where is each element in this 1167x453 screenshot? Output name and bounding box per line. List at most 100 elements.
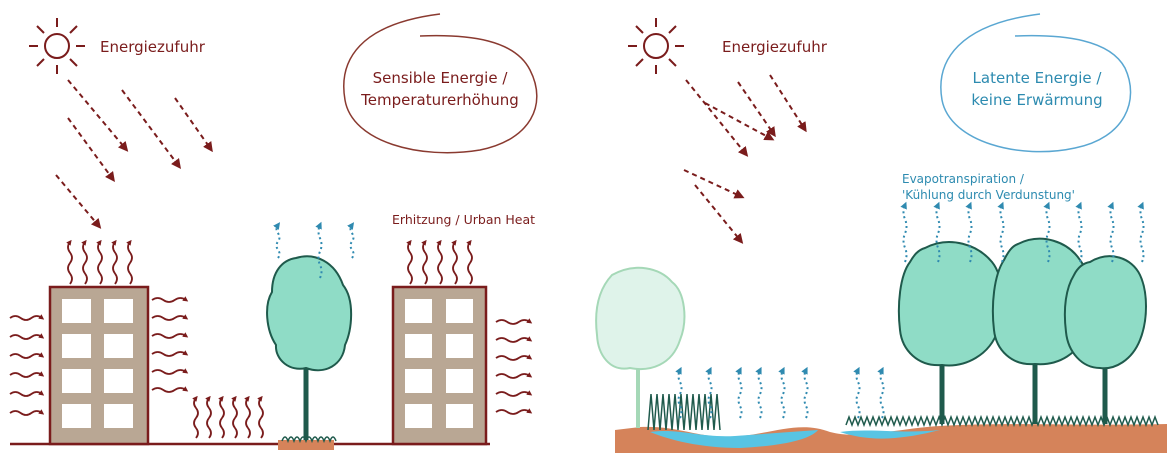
heat-wave-arrow [495,354,533,361]
right-panel: Energiezufuhr Latente Energie / keine Er… [595,13,1167,453]
tree [1063,255,1147,424]
building [391,285,488,446]
heat-wave-arrow [466,239,473,285]
window [62,369,91,393]
heat-wave-arrow [495,372,533,379]
evaporation-arrow [675,366,683,419]
evaporation-arrow [273,222,281,259]
soil-patch [278,440,334,450]
heat-wave-arrow [9,352,45,359]
evaporation-arrow [965,201,973,263]
heat-wave-arrow [151,314,189,321]
window [104,404,133,428]
window [446,299,473,323]
heat-wave-arrow [495,390,533,397]
heat-wave-arrow [421,239,428,285]
heat-wave-arrow [66,239,73,285]
heat-wave-arrow [231,395,238,439]
building [48,285,150,446]
heat-wave-arrow [9,314,45,321]
window [405,334,432,358]
heat-wave-arrow [495,318,533,325]
heat-wave-arrow [151,350,189,357]
urban-heat-label: Erhitzung / Urban Heat [392,212,535,227]
evaporation-arrow [853,366,861,419]
solar-ray-arrow [121,89,181,170]
heat-wave-arrow [495,408,533,415]
sun-icon [628,18,684,74]
heat-wave-arrow [9,390,45,397]
evaporation-arrow [933,201,941,263]
window [446,404,473,428]
heat-wave-arrow [244,395,251,439]
bubble-line-1: Sensible Energie / [373,69,509,87]
heat-wave-arrow [9,409,45,416]
water [650,430,818,448]
solar-ray-arrow [694,184,744,244]
window [62,334,91,358]
tree [897,241,1004,424]
evaporation-arrow [347,222,355,259]
window [405,299,432,323]
window [405,369,432,393]
grass [281,436,337,444]
solar-ray-arrow [55,174,102,229]
heat-wave-arrow [436,239,443,285]
sensible-energy-bubble: Sensible Energie / Temperaturerhöhung [343,13,538,154]
solar-ray-arrow [704,102,775,141]
bubble-line-2: Temperaturerhöhung [360,91,519,109]
solar-ray-arrow [67,117,115,183]
window [446,369,473,393]
window [62,404,91,428]
solar-ray-arrow [685,79,749,157]
window [405,404,432,428]
solar-ray-arrow [769,74,807,133]
heat-wave-arrow [111,239,118,285]
heat-wave-arrow [257,395,264,439]
solar-ray-arrow [737,81,776,138]
heat-wave-arrow [205,395,212,439]
sun-icon [29,18,85,74]
evaporation-arrow [1107,201,1115,263]
heat-wave-arrow [151,296,189,303]
energy-label: Energiezufuhr [100,38,206,56]
heat-wave-arrow [495,336,533,343]
heat-wave-arrow [192,395,199,439]
window [446,334,473,358]
heat-wave-arrow [451,239,458,285]
latent-energy-bubble: Latente Energie / keine Erwärmung [940,13,1132,153]
heat-wave-arrow [151,368,189,375]
evaporation-arrow [778,366,786,419]
heat-wave-arrow [9,333,45,340]
window [62,299,91,323]
heat-wave-arrow [218,395,225,439]
evaporation-arrow [1043,201,1051,263]
heat-wave-arrow [9,371,45,378]
evaporation-arrow [735,366,743,419]
water [840,430,940,439]
evaporation-arrow [1137,201,1145,263]
energy-label: Energiezufuhr [722,38,828,56]
evaporation-arrow [900,201,908,263]
evaporation-arrow [1075,201,1083,263]
grass [647,393,721,431]
left-panel: Energiezufuhr Sensible Energie / Tempera… [9,13,538,450]
tree [266,255,353,440]
window [104,299,133,323]
tree [595,266,686,428]
evaporation-arrow [705,366,713,419]
heat-wave-arrow [151,332,189,339]
heat-wave-arrow [96,239,103,285]
bubble-line-2: keine Erwärmung [971,91,1102,109]
evapotranspiration-line-2: 'Kühlung durch Verdunstung' [902,188,1075,202]
evaporation-arrow [755,366,763,419]
solar-ray-arrow [67,79,129,152]
heat-wave-arrow [81,239,88,285]
window [104,369,133,393]
solar-ray-arrow [683,169,745,199]
heat-wave-arrow [126,239,133,285]
evaporation-arrow [877,366,885,419]
heat-wave-arrow [406,239,413,285]
window [104,334,133,358]
